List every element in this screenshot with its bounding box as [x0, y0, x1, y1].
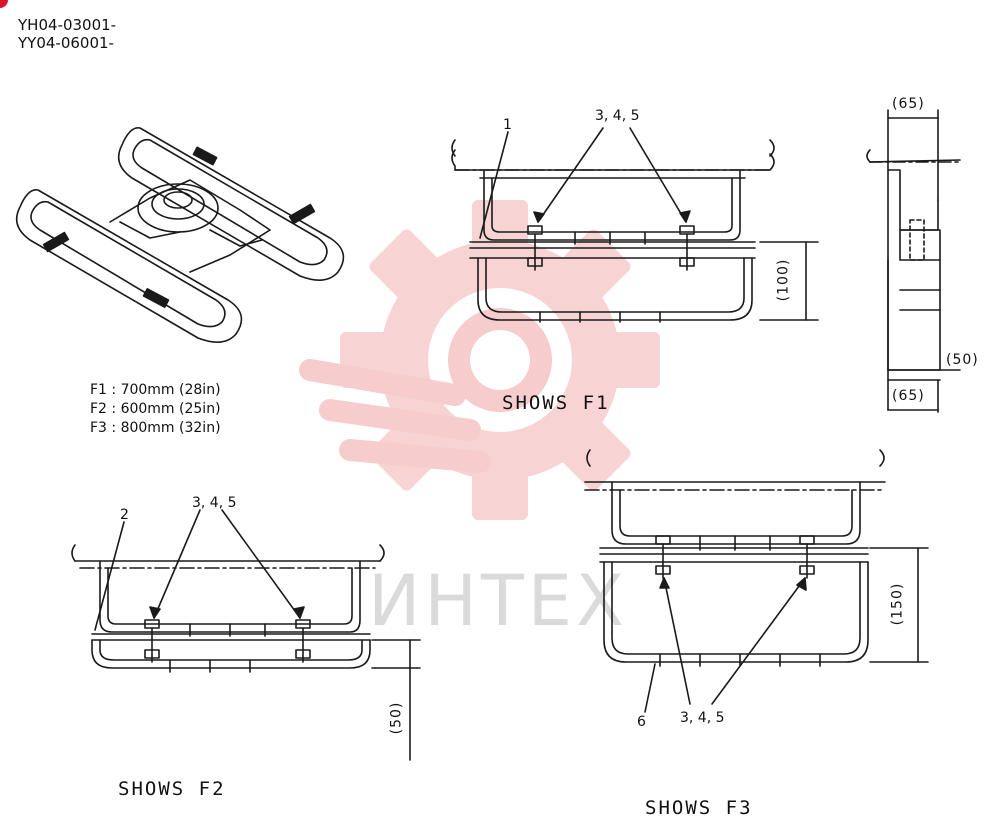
dimension-legend: F1 : 700mm (28in) F2 : 600mm (25in) F3 :… [90, 381, 221, 438]
corner-badge [0, 0, 8, 8]
view-f3-drawing [584, 449, 929, 713]
f2-hardware-label: 3, 4, 5 [192, 495, 237, 511]
serial-numbers: YH04-03001- YY04-06001- [18, 16, 116, 52]
f3-part-label: 6 [637, 714, 646, 730]
f3-hardware-label: 3, 4, 5 [680, 710, 725, 726]
view-side-drawing [866, 109, 961, 413]
f2-part-label: 2 [120, 507, 129, 523]
legend-row-f1: F1 : 700mm (28in) [90, 382, 221, 398]
side-top-dimension: (65) [892, 96, 925, 112]
f3-height-dimension: (150) [889, 582, 906, 626]
side-bottom-dimension: (65) [892, 388, 925, 404]
legend-row-f3: F3 : 800mm (32in) [90, 420, 221, 436]
f1-caption: SHOWS F1 [502, 392, 610, 414]
legend-row-f2: F2 : 600mm (25in) [90, 401, 221, 417]
side-offset-dimension: (50) [946, 352, 979, 368]
view-f1-drawing [451, 127, 819, 323]
view-f2-drawing [71, 509, 421, 761]
f1-height-dimension: (100) [775, 258, 792, 302]
serial-number-1: YH04-03001- [18, 16, 117, 34]
f2-height-dimension: (50) [388, 701, 405, 735]
f3-caption: SHOWS F3 [645, 797, 753, 819]
serial-number-2: YY04-06001- [18, 34, 114, 52]
f1-part-label: 1 [503, 117, 512, 133]
f1-hardware-label: 3, 4, 5 [595, 108, 640, 124]
watermark-text: ИНТЕХ [368, 560, 628, 642]
f2-caption: SHOWS F2 [118, 778, 226, 800]
undercarriage-isometric [15, 127, 345, 343]
